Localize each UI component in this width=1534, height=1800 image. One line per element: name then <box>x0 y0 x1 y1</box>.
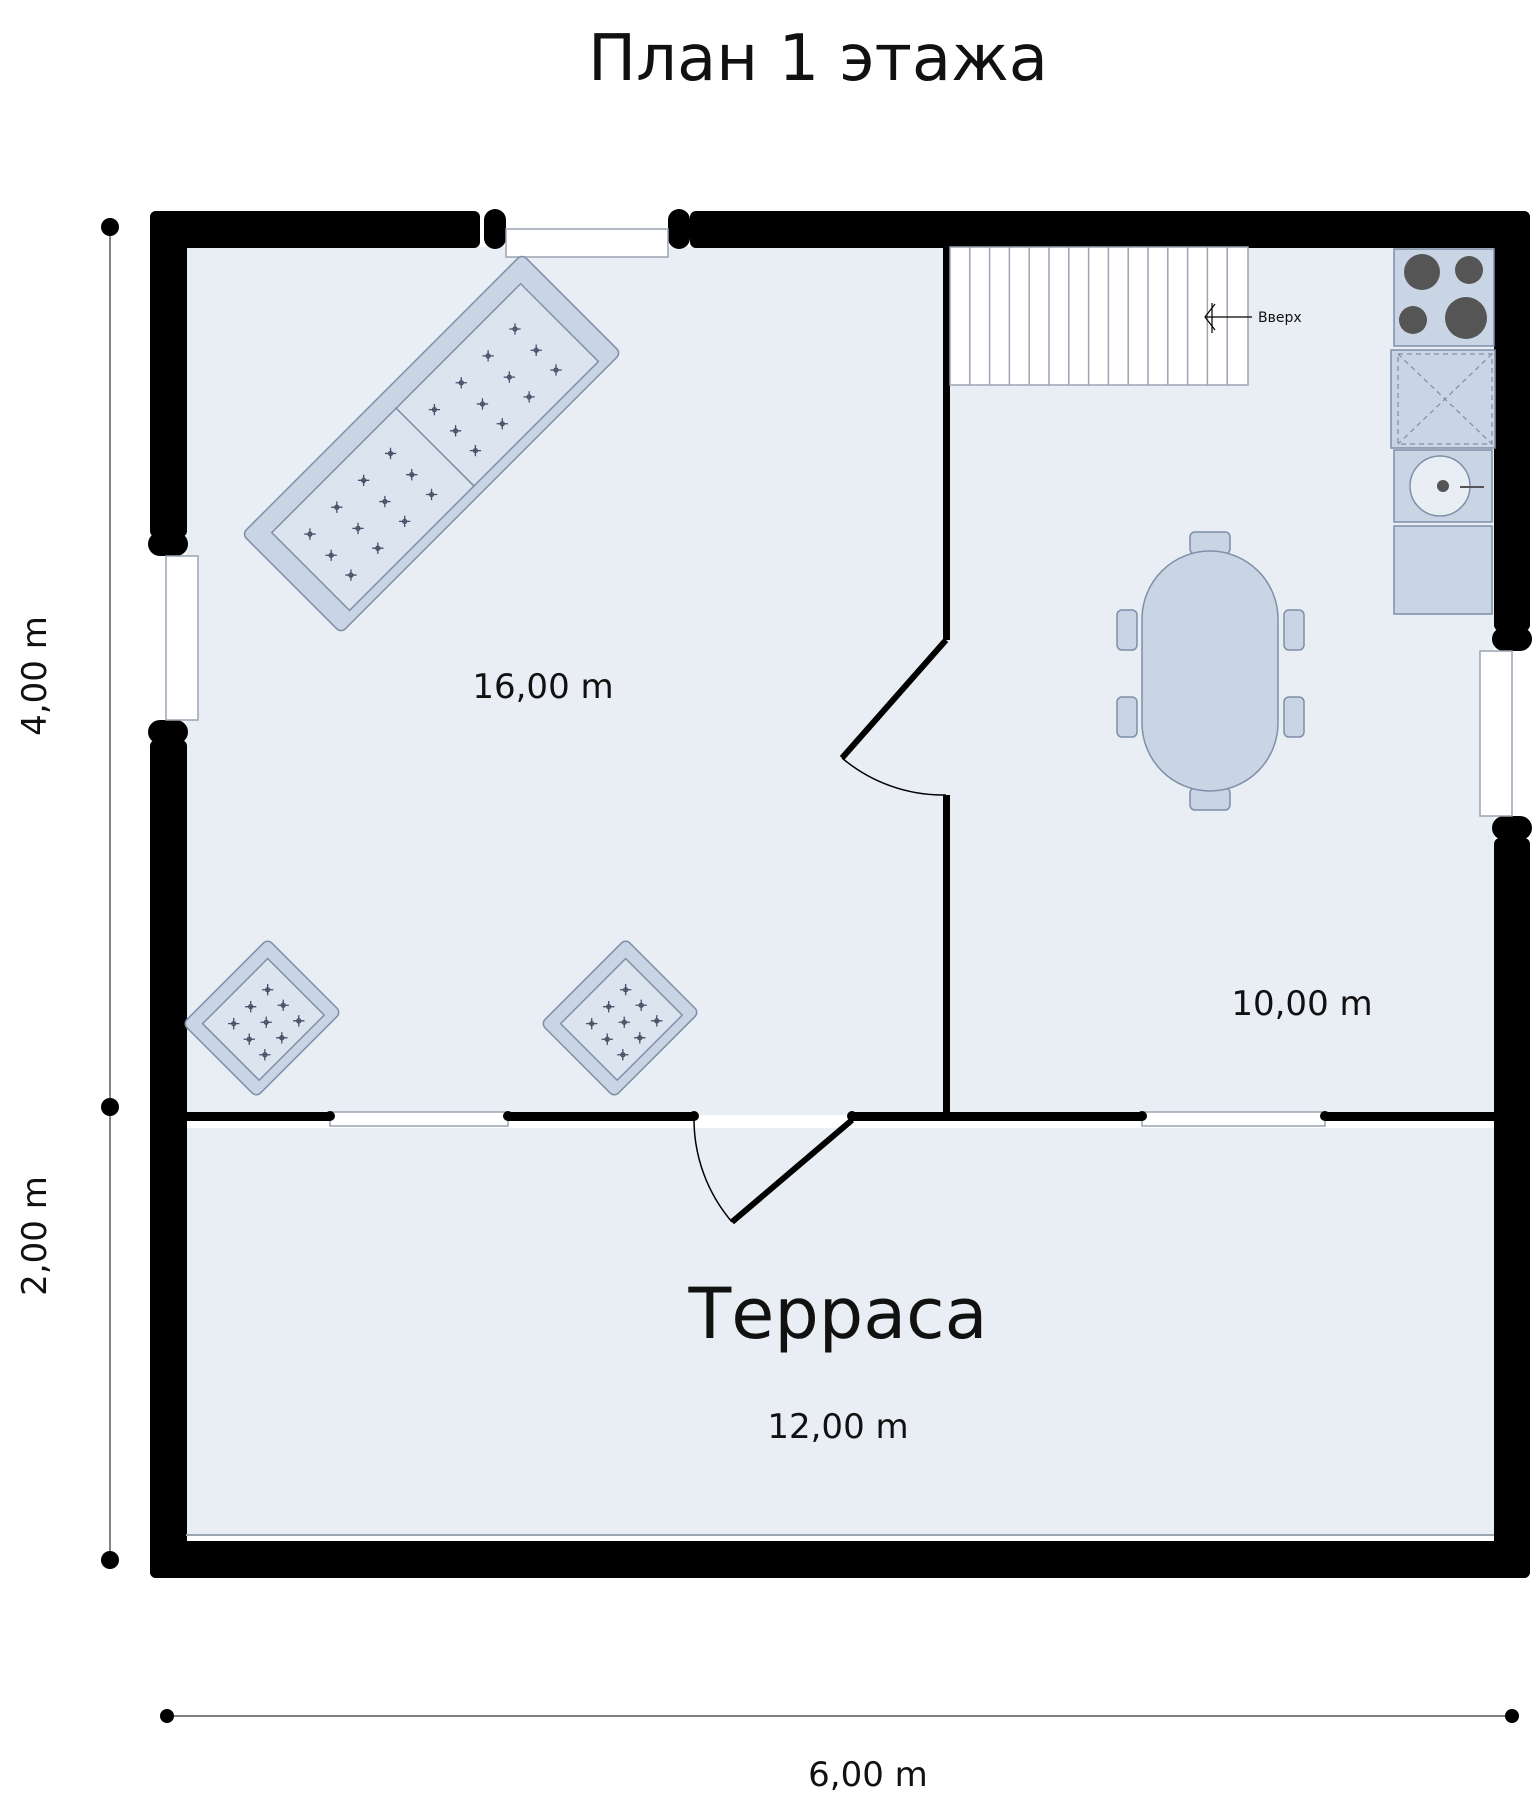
door-terrace[interactable] <box>693 1117 854 1225</box>
window-partition-left <box>329 1111 509 1127</box>
dimension-height-upper: 4,00 m <box>15 616 55 736</box>
dining-chair <box>1116 696 1138 738</box>
window-jambs <box>148 209 1532 840</box>
terrace-name: Терраса <box>688 1273 988 1355</box>
dining-chair <box>1116 609 1138 651</box>
kitchen-counter <box>1393 525 1493 615</box>
staircase: Вверх <box>949 246 1302 386</box>
window-top <box>505 228 669 258</box>
stairs-label: Вверх <box>1258 310 1302 326</box>
dining-chair <box>1283 609 1305 651</box>
window-right <box>1479 650 1513 817</box>
wall-end-caps <box>325 1111 1330 1121</box>
dining-table <box>1116 531 1305 811</box>
kitchen-cabinet <box>1390 349 1496 449</box>
living-room-area: 16,00 m <box>472 667 613 707</box>
kitchen-area: 10,00 m <box>1231 984 1372 1024</box>
dimension-height-lower: 2,00 m <box>15 1176 55 1296</box>
armchair <box>542 940 698 1096</box>
interior-walls <box>186 247 1494 1121</box>
sink <box>1393 449 1493 523</box>
stove <box>1393 248 1495 347</box>
window-partition-right <box>1141 1111 1326 1127</box>
door-living-kitchen[interactable] <box>839 638 949 796</box>
dining-chair <box>1283 696 1305 738</box>
dimension-horizontal <box>160 1709 1519 1723</box>
terrace-floor <box>186 1128 1494 1535</box>
armchair <box>184 940 340 1096</box>
windows <box>165 228 1513 1127</box>
sofa <box>243 255 620 632</box>
dimension-vertical <box>101 218 119 1569</box>
dimension-width: 6,00 m <box>808 1755 928 1795</box>
window-left <box>165 555 199 721</box>
terrace-area: 12,00 m <box>767 1407 908 1447</box>
outer-walls <box>150 211 1530 1578</box>
plan-title: План 1 этажа <box>588 22 1048 96</box>
